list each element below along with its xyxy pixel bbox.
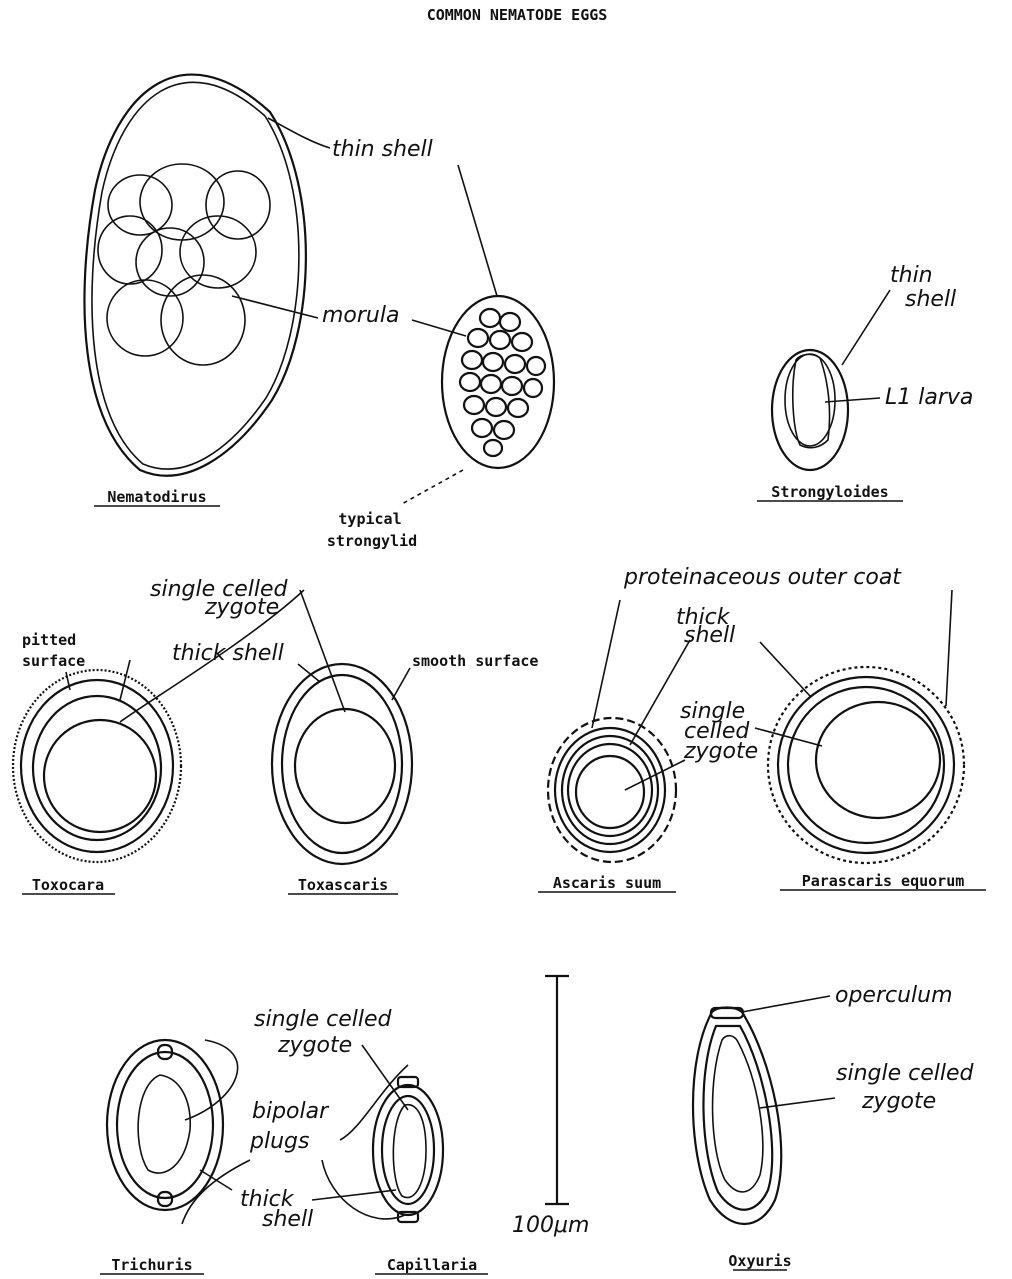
label-trichuris: Trichuris (111, 1256, 192, 1274)
label-strongylid-1: typical (338, 510, 401, 528)
label-smooth-surface: smooth surface (412, 652, 538, 670)
label-toxocara: Toxocara (32, 876, 104, 894)
capillaria-egg (373, 1077, 443, 1222)
label-operculum: operculum (835, 983, 953, 1008)
label-zygote-3: zygote (277, 1033, 352, 1058)
label-thick-2: shell (684, 623, 735, 648)
label-ascaris: Ascaris suum (553, 874, 661, 892)
trichuris-egg (107, 1040, 223, 1210)
label-thick-shell: thick shell (172, 641, 284, 666)
label-zygote-4: zygote (861, 1089, 936, 1114)
label-parascaris: Parascaris equorum (802, 872, 965, 890)
label-l1-larva: L1 larva (885, 385, 973, 410)
label-strongyloides-shell: shell (905, 287, 956, 312)
label-pitted-1: pitted (22, 631, 76, 649)
label-zygote-1: zygote (204, 595, 279, 620)
page-title: COMMON NEMATODE EGGS (427, 6, 608, 24)
label-thin-shell: thin shell (332, 137, 433, 162)
label-strongyloides-thin: thin (890, 263, 933, 288)
oxyuris-egg (693, 1008, 781, 1225)
strongylid-morula (460, 309, 545, 456)
toxocara-egg (13, 670, 181, 862)
label-single-celled-4: single celled (836, 1061, 975, 1086)
label-toxascaris: Toxascaris (298, 876, 388, 894)
label-oxyuris: Oxyuris (728, 1252, 791, 1270)
label-single-celled-3: single celled (254, 1007, 393, 1032)
label-strongyloides: Strongyloides (771, 483, 888, 501)
label-morula: morula (322, 303, 399, 328)
label-shell-3: shell (262, 1207, 313, 1232)
label-strongylid-2: strongylid (327, 532, 417, 550)
label-scale: 100μm (512, 1213, 589, 1238)
toxascaris-egg (272, 664, 412, 864)
label-capillaria: Capillaria (387, 1256, 477, 1274)
strongylid-egg (442, 296, 554, 468)
label-proteinaceous: proteinaceous outer coat (623, 565, 902, 590)
label-plugs: plugs (249, 1129, 309, 1154)
label-nematodirus: Nematodirus (107, 488, 206, 506)
parascaris-egg (768, 667, 964, 863)
label-pitted-2: surface (22, 652, 85, 670)
label-zygote-2: zygote (683, 739, 758, 764)
scale-bar (545, 976, 569, 1204)
label-bipolar: bipolar (252, 1099, 330, 1124)
nematodirus-egg (84, 75, 305, 476)
ascaris-egg (548, 718, 676, 862)
morula-cells (98, 164, 270, 365)
strongyloides-egg (772, 350, 848, 470)
